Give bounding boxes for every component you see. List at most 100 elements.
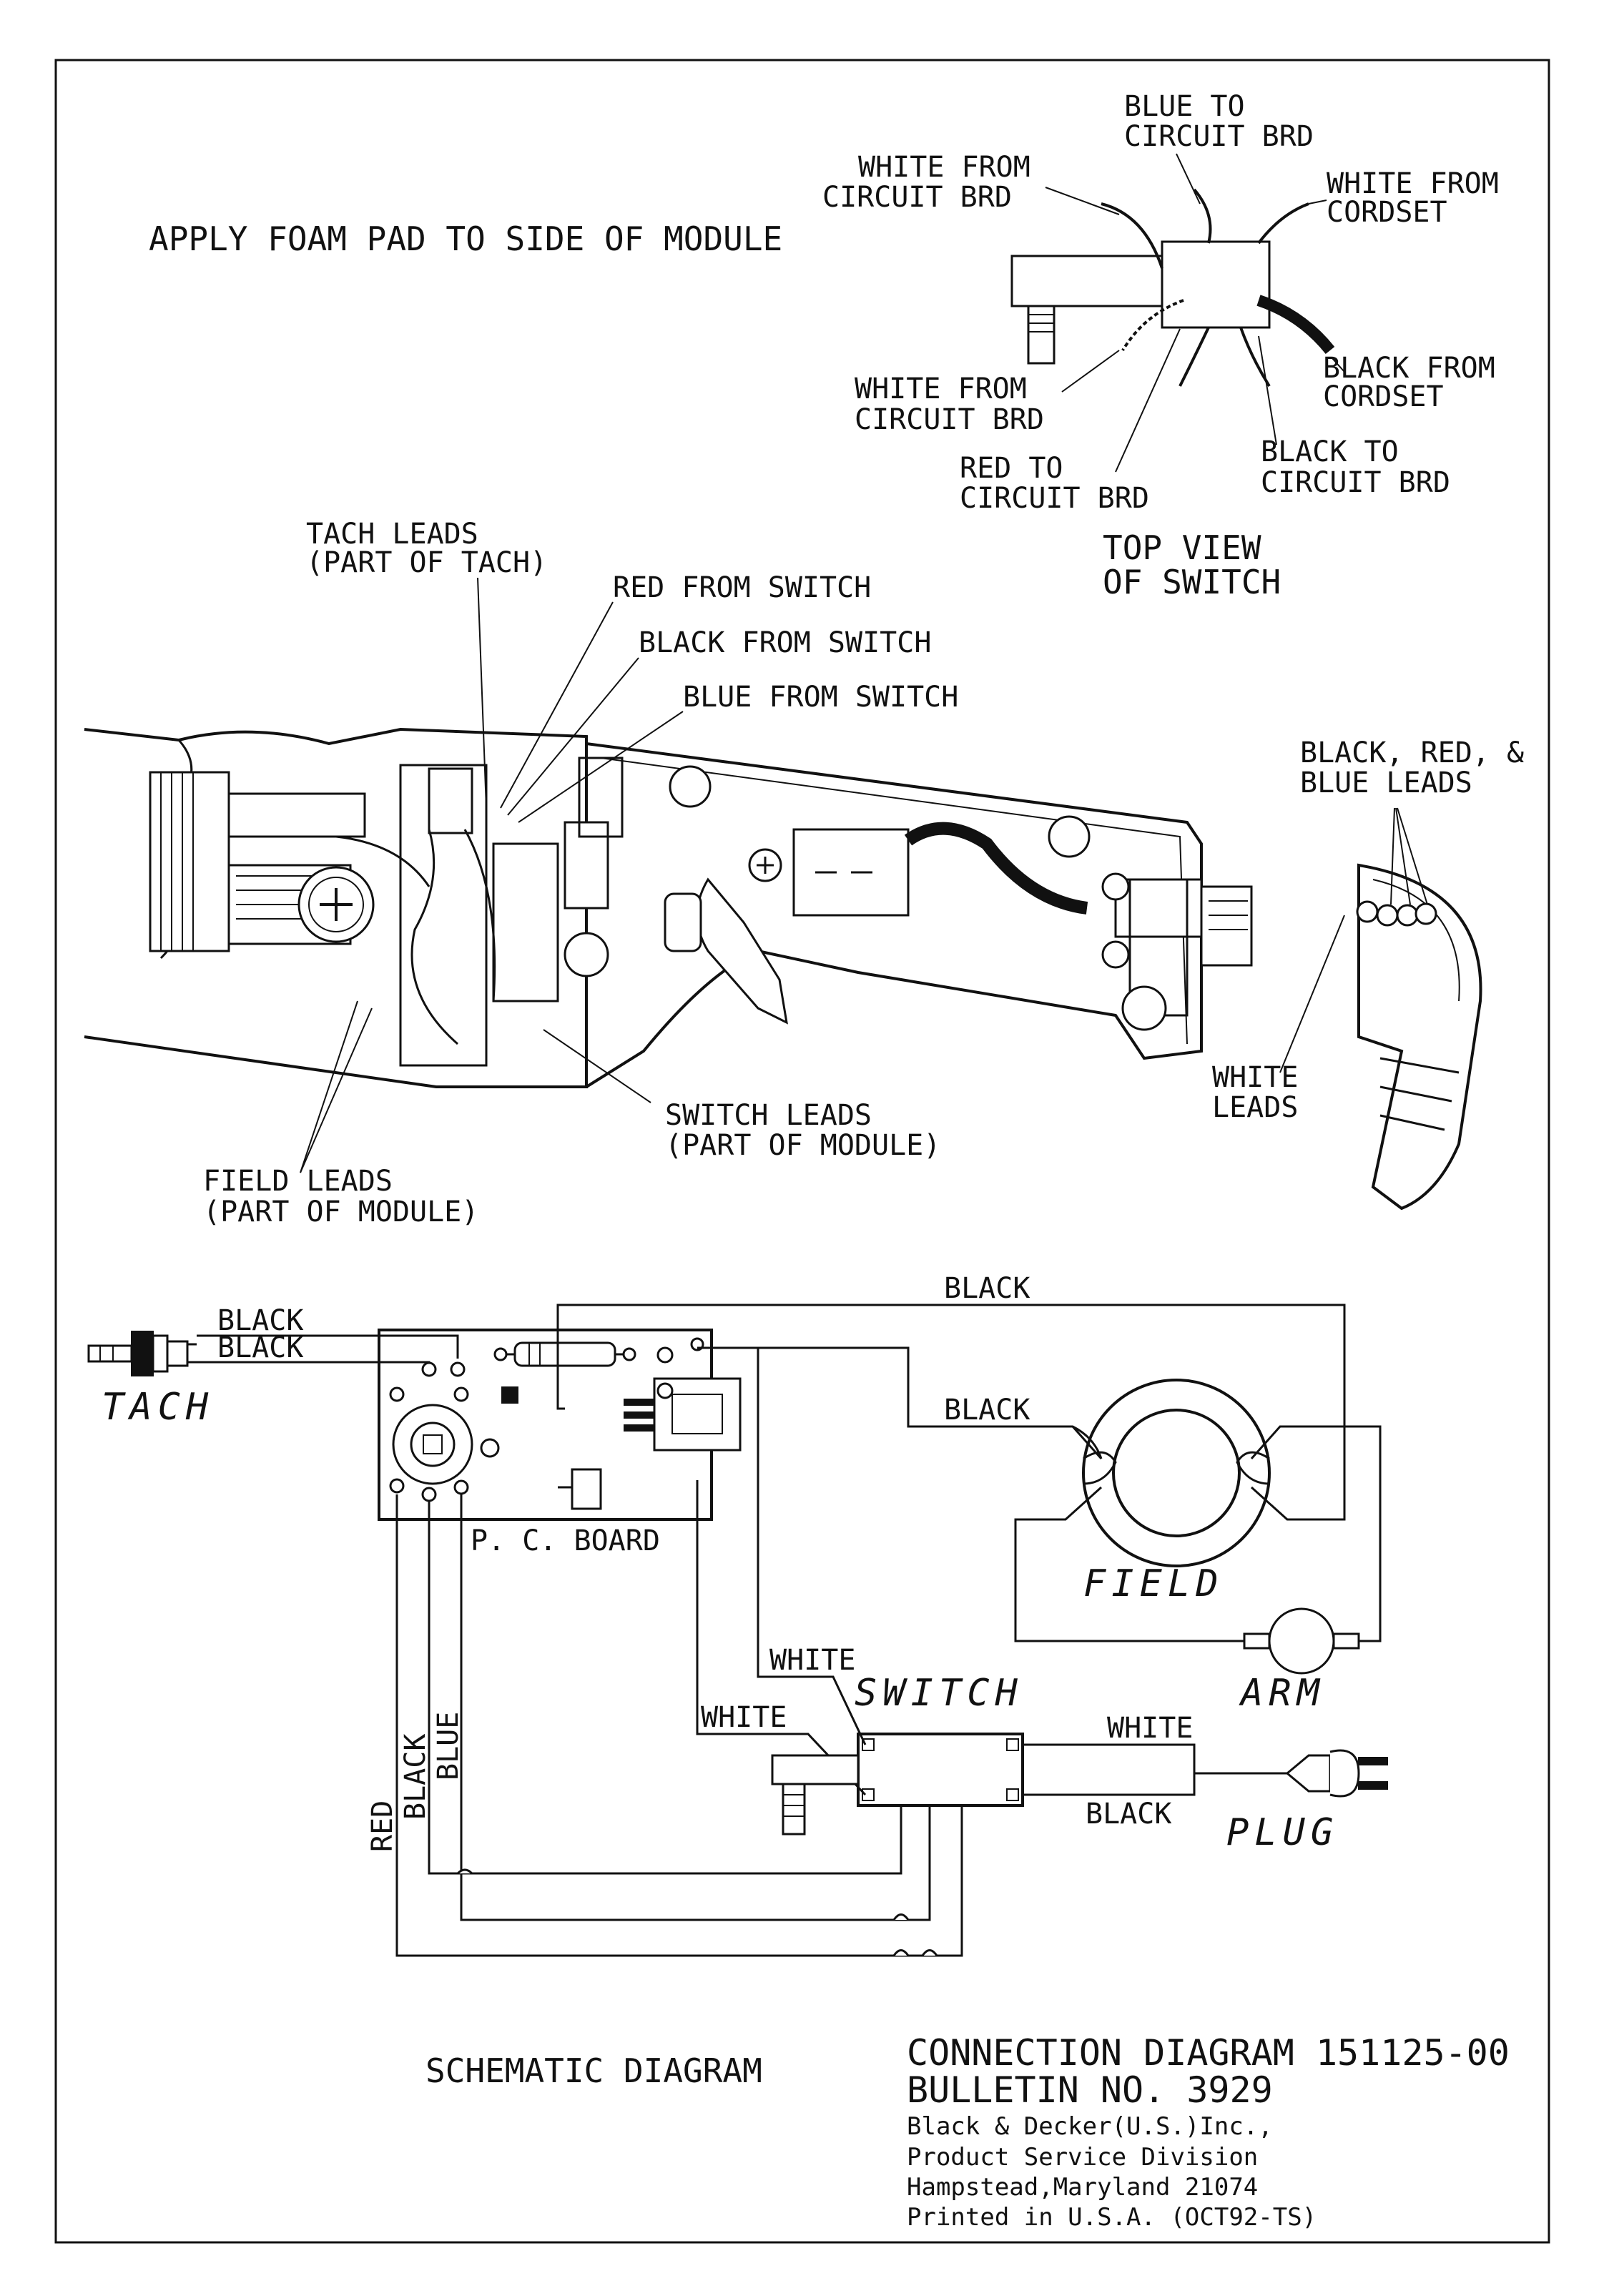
- label-white-1: WHITE: [769, 1644, 855, 1677]
- wire-black-tach-1: [197, 1334, 459, 1359]
- label-field-leads-1: FIELD LEADS: [203, 1165, 393, 1198]
- tach-label: TACH: [102, 1386, 214, 1429]
- white-from-circuit-brd-bot-lead: [1121, 299, 1184, 352]
- white-from-cordset-lead: [1257, 202, 1309, 245]
- motor-housing-outline: [84, 727, 588, 1088]
- field-coil: [1014, 1379, 1382, 1642]
- label-white-from-cord-2: CORDSET: [1327, 196, 1447, 229]
- label-black-to-2: CIRCUIT BRD: [1261, 466, 1450, 499]
- white-from-circuit-brd-top-lead: [1101, 202, 1163, 269]
- title-block: CONNECTION DIAGRAM 151125-00 BULLETIN NO…: [907, 2032, 1510, 2232]
- title-line-6: Printed in U.S.A. (OCT92-TS): [907, 2203, 1317, 2232]
- arm-label: ARM: [1239, 1672, 1325, 1715]
- wire-black-plug: [1023, 1773, 1196, 1796]
- label-brb-leads-2: BLUE LEADS: [1300, 767, 1472, 799]
- wire-white-2: [696, 1480, 867, 1796]
- label-blue-to-1: BLUE TO: [1124, 90, 1245, 123]
- label-white-2: WHITE: [701, 1701, 787, 1734]
- wire-white-1: [708, 1346, 867, 1745]
- title-line-2: BULLETIN NO. 3929: [907, 2069, 1273, 2111]
- switch-trigger-stem: [1027, 305, 1056, 365]
- label-black-plug: BLACK: [1086, 1798, 1171, 1831]
- blue-to-circuit-brd-lead: [1193, 188, 1212, 244]
- label-tach-leads-1: TACH LEADS: [306, 518, 478, 551]
- boss-1: [669, 765, 712, 808]
- label-black-from-switch: BLACK FROM SWITCH: [639, 626, 931, 659]
- label-brb-leads-1: BLACK, RED, &: [1300, 736, 1524, 769]
- title-line-3: Black & Decker(U.S.)Inc.,: [907, 2112, 1273, 2141]
- cordset-black-wire: [904, 822, 1088, 915]
- label-switch-leads-2: (PART OF MODULE): [665, 1129, 940, 1162]
- switch-body: [492, 842, 559, 1002]
- label-black-top: BLACK: [944, 1272, 1030, 1305]
- wire-white-plug: [1023, 1743, 1287, 1775]
- schematic-caption: SCHEMATIC DIAGRAM: [425, 2051, 762, 2090]
- page-border: [54, 59, 1550, 2244]
- switch-trigger-body: [1010, 255, 1163, 307]
- handle-cross-section: [1357, 863, 1482, 1211]
- foam-pad-note: APPLY FOAM PAD TO SIDE OF MODULE: [149, 220, 782, 258]
- brush-holder-top: [227, 792, 366, 838]
- title-line-5: Hampstead,Maryland 21074: [907, 2173, 1258, 2202]
- schematic-diagram: TACH BLACK BLACK: [87, 1272, 1388, 2090]
- label-red-vertical: RED: [366, 1800, 399, 1852]
- label-black-to-1: BLACK TO: [1261, 435, 1399, 468]
- label-black-from-cord-2: CORDSET: [1323, 380, 1444, 413]
- label-white-leads-1: WHITE: [1212, 1061, 1298, 1094]
- tach-component: [87, 1331, 197, 1376]
- label-red-to-1: RED TO: [960, 452, 1063, 485]
- label-tach-leads-2: (PART OF TACH): [306, 546, 547, 579]
- label-red-to-2: CIRCUIT BRD: [960, 482, 1149, 515]
- label-white-from-cord-1: WHITE FROM: [1327, 167, 1499, 200]
- label-field-leads-2: (PART OF MODULE): [203, 1196, 478, 1228]
- lead-bundle-1: [1356, 900, 1379, 923]
- armature: [1243, 1607, 1360, 1675]
- electronic-module: [399, 764, 488, 1067]
- wire-black: [428, 1502, 902, 1875]
- label-white-from-brd-bot-2: CIRCUIT BRD: [855, 403, 1044, 436]
- label-black-from-cord-1: BLACK FROM: [1323, 352, 1495, 385]
- title-line-4: Product Service Division: [907, 2143, 1258, 2172]
- label-black-vertical: BLACK: [399, 1734, 432, 1820]
- label-switch-leads-1: SWITCH LEADS: [665, 1099, 872, 1132]
- label-blue-to-2: CIRCUIT BRD: [1124, 120, 1314, 153]
- black-from-cordset-lead: [1256, 295, 1335, 355]
- switch-housing: [1161, 240, 1271, 329]
- label-white-from-brd-top-2: CIRCUIT BRD: [822, 181, 1012, 214]
- wire-black-top: [556, 1304, 1346, 1423]
- plug-label: PLUG: [1226, 1811, 1339, 1854]
- plug-component: [1285, 1749, 1388, 1798]
- top-view-caption-1: TOP VIEW: [1103, 528, 1261, 567]
- trigger: [696, 877, 788, 1025]
- label-black-tach-2: BLACK: [217, 1331, 303, 1364]
- trigger-lock: [664, 892, 702, 952]
- cord-sleeve: [1200, 885, 1253, 967]
- label-blue-from-switch: BLUE FROM SWITCH: [683, 681, 958, 714]
- title-line-1: CONNECTION DIAGRAM 151125-00: [907, 2032, 1510, 2074]
- label-red-from-switch: RED FROM SWITCH: [613, 571, 871, 604]
- tach-block: [428, 767, 473, 834]
- top-view-switch: BLUE TO CIRCUIT BRD WHITE FROM CIRCUIT B…: [822, 90, 1499, 601]
- top-view-caption-2: OF SWITCH: [1103, 563, 1281, 601]
- field-label: FIELD: [1083, 1562, 1224, 1605]
- label-black-field: BLACK: [944, 1394, 1030, 1427]
- boss-4: [1121, 985, 1167, 1031]
- label-white-leads-2: LEADS: [1212, 1091, 1298, 1124]
- boss-3: [1048, 815, 1091, 858]
- schematic-switch: [771, 1733, 1024, 1836]
- tool-assembly-view: TACH LEADS (PART OF TACH) RED FROM SWITC…: [84, 518, 1524, 1228]
- board-capacitor: [571, 1468, 602, 1510]
- pc-board-label: P. C. BOARD: [471, 1524, 660, 1557]
- red-to-circuit-brd-lead: [1179, 327, 1210, 387]
- armature-commutator: [149, 771, 230, 952]
- switch-label: SWITCH: [855, 1672, 1023, 1715]
- wire-blue: [460, 1494, 931, 1921]
- label-white-plug: WHITE: [1107, 1712, 1193, 1745]
- label-black-tach-1: BLACK: [217, 1304, 303, 1337]
- label-white-from-brd-top-1: WHITE FROM: [858, 151, 1030, 184]
- label-blue-vertical: BLUE: [432, 1712, 465, 1780]
- wire-red: [395, 1494, 963, 1957]
- boss-2: [564, 932, 609, 977]
- label-white-from-brd-bot-1: WHITE FROM: [855, 373, 1027, 405]
